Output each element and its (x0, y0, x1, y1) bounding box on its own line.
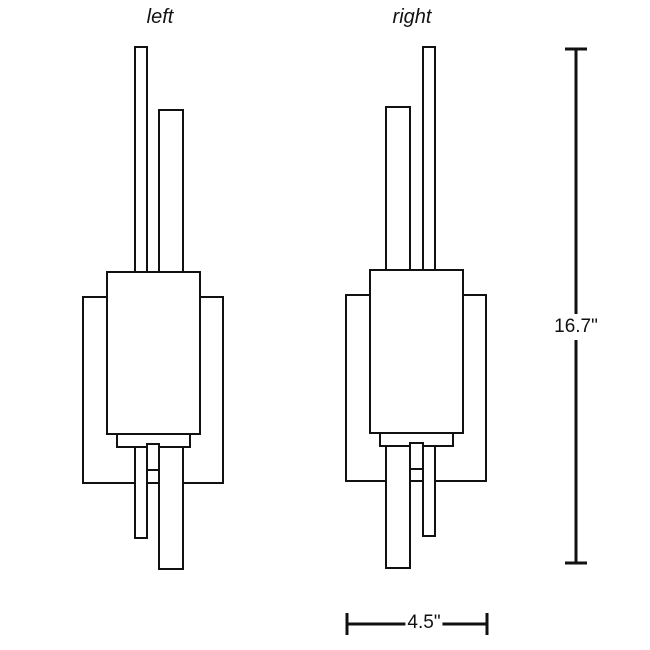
upper-thin-rod (422, 46, 436, 271)
upper-wide-rod (158, 109, 184, 273)
left-view-sconce (82, 46, 224, 570)
height-dimension-label: 16.7" (552, 314, 600, 340)
socket-tube (409, 442, 424, 470)
glass-shade (106, 271, 201, 435)
lower-thin-rod (134, 446, 148, 539)
lower-thin-rod (422, 444, 436, 537)
upper-thin-rod (134, 46, 148, 273)
glass-shade (369, 269, 464, 434)
lower-wide-rod (158, 446, 184, 570)
width-dimension-label: 4.5" (405, 610, 443, 636)
right-view-sconce (345, 46, 487, 569)
socket-tube (146, 443, 160, 471)
height-dimension-line (565, 47, 587, 565)
upper-wide-rod (385, 106, 411, 271)
right-view-label: right (392, 6, 432, 28)
left-view-label: left (146, 6, 174, 28)
lower-wide-rod (385, 444, 411, 569)
